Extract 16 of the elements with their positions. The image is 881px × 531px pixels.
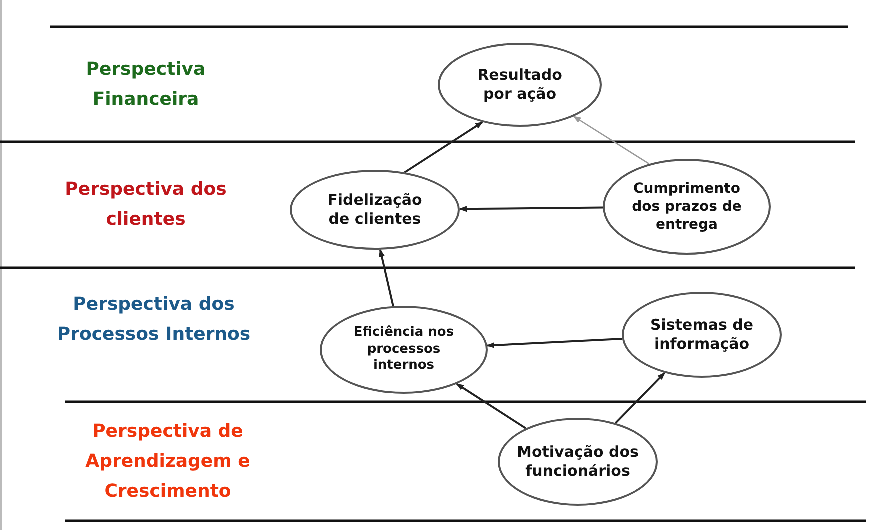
node-label: Eficiência nos processos internos	[352, 324, 456, 376]
node-label: Sistemas de informação	[649, 316, 755, 354]
node-label: Resultado por ação	[476, 66, 564, 104]
perspective-heading: Perspectiva de Aprendizagem e Crescimento	[84, 420, 252, 504]
node-label: Cumprimento dos prazos de entrega	[631, 180, 743, 234]
arrow	[379, 248, 394, 307]
arrow	[456, 383, 527, 430]
node-label: Motivação dos funcionários	[516, 442, 640, 482]
node-label: Fidelização de clientes	[326, 190, 424, 230]
perspective-heading: Perspectiva dos Processos Internos	[56, 293, 252, 347]
arrow	[615, 372, 666, 424]
perspective-heading: Perspectiva dos clientes	[64, 178, 228, 232]
arrow	[458, 206, 604, 212]
arrow	[486, 338, 622, 348]
arrow	[573, 116, 650, 165]
perspective-heading: Perspectiva Financeira	[85, 58, 207, 112]
